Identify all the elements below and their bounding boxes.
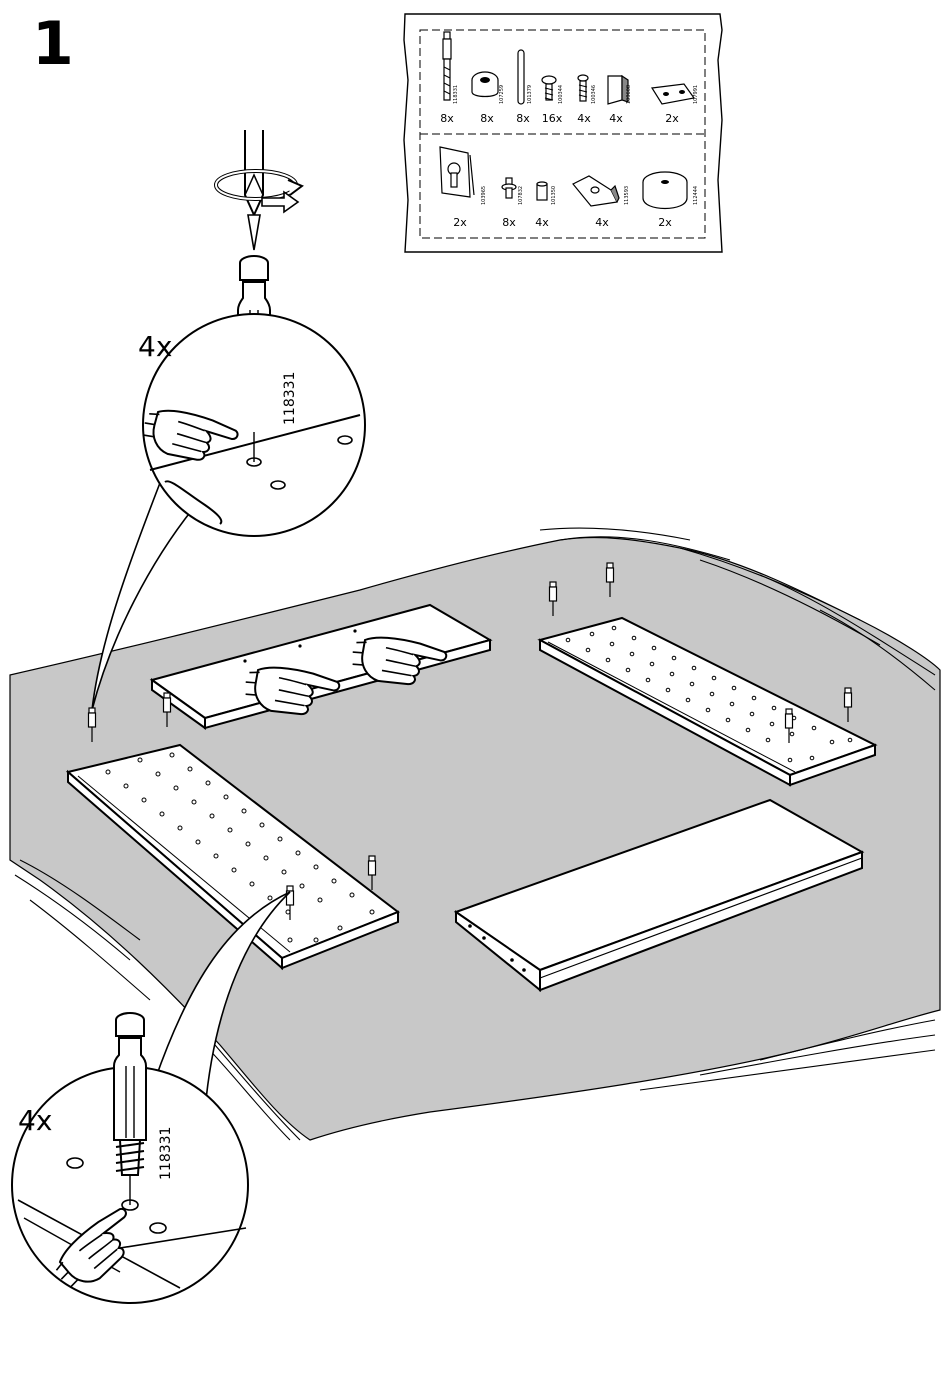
part-code-label: 100344 xyxy=(558,85,564,104)
part-code-label: 101350 xyxy=(551,186,557,205)
screwdriver-icon xyxy=(245,130,263,250)
part-qty-label: 2x xyxy=(658,216,672,229)
quantity-label: 4x xyxy=(18,1104,52,1137)
cam-lock-nut-icon xyxy=(472,72,498,97)
part-code-label: 107991 xyxy=(693,85,699,104)
part-code-label: 112444 xyxy=(693,186,699,205)
part-qty-label: 8x xyxy=(502,216,516,229)
part-qty-label: 2x xyxy=(453,216,467,229)
part-qty-label: 16x xyxy=(542,112,563,125)
part-qty-label: 4x xyxy=(609,112,623,125)
part-qty-label: 2x xyxy=(665,112,679,125)
part-code-label: 107259 xyxy=(499,85,505,104)
screw-icon xyxy=(578,75,588,101)
part-code-label: 101379 xyxy=(527,85,533,104)
part-code-label: 109608 xyxy=(626,85,632,104)
part-code-label: 118331 xyxy=(158,1127,174,1180)
quantity-label: 4x xyxy=(138,330,172,363)
part-code-label: 118331 xyxy=(282,372,298,425)
part-qty-label: 4x xyxy=(577,112,591,125)
part-qty-label: 4x xyxy=(595,216,609,229)
part-code-label: 107832 xyxy=(518,186,524,205)
part-code-label: 100346 xyxy=(591,85,597,104)
part-code-label: 113593 xyxy=(624,186,630,205)
part-code-label: 118331 xyxy=(453,85,459,104)
part-qty-label: 8x xyxy=(516,112,530,125)
plastic-sleeve-icon xyxy=(537,182,547,200)
wooden-dowel-icon xyxy=(518,50,524,104)
cam-lock-bolt-icon xyxy=(443,32,451,100)
part-qty-label: 8x xyxy=(440,112,454,125)
part-qty-label: 4x xyxy=(535,216,549,229)
part-code-label: 103965 xyxy=(481,186,487,205)
round-bumper-icon xyxy=(643,172,687,209)
part-qty-label: 8x xyxy=(480,112,494,125)
corner-bracket-icon xyxy=(608,76,628,104)
parts-bag xyxy=(404,14,722,252)
